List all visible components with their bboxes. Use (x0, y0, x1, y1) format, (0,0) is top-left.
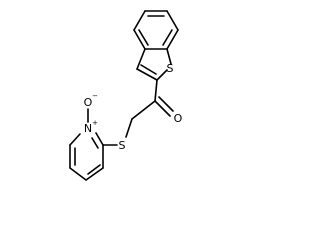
bond-carbonyl-ch2 (131, 100, 156, 120)
atom-oxide-charge: − (92, 92, 98, 100)
atom-sulfur-thiophene: S (167, 62, 174, 75)
bond-pyr-c5-c4 (69, 167, 87, 181)
bond-thio-c2-s (156, 69, 168, 81)
atom-nitrogen-pyridine: N (84, 122, 92, 135)
bond-carbonyl-o-2 (158, 96, 174, 112)
bond-ch2-s (125, 118, 133, 138)
bond-benzo-double-3 (138, 29, 149, 46)
molecule-structure: S O S N + O − (69, 10, 183, 181)
bond-benzo-double-2 (162, 29, 173, 46)
bond-pyr-c4-c3 (85, 167, 104, 181)
molecule-canvas: S O S N + O − (69, 10, 183, 181)
atom-oxygen-carbonyl: O (174, 112, 183, 125)
bond-benzo-5 (133, 29, 146, 50)
atom-oxygen-n-oxide: O (84, 96, 93, 109)
bond-thio-c3a-c3 (136, 48, 146, 70)
atom-labels: S O S N + O − (84, 62, 183, 152)
bond-thio-s-c7a (166, 48, 172, 65)
bond-benzo-6 (133, 10, 146, 31)
bond-carbonyl-o-1 (154, 100, 171, 117)
bond-pyr-n-c6 (69, 133, 81, 146)
bonds (69, 10, 179, 181)
atom-nitrogen-charge: + (92, 119, 98, 127)
bond-thio-c3-c2-double (140, 64, 157, 75)
bond-benzo-2 (166, 10, 179, 31)
bond-pyr-double-3 (91, 137, 99, 149)
atom-sulfur-thioether: S (119, 139, 126, 152)
bond-benzo-3 (166, 29, 179, 50)
bond-pyr-c2-n (95, 132, 104, 146)
bond-c2-carbonyl (154, 79, 158, 102)
bond-thio-c3-c2 (136, 68, 158, 81)
bond-pyr-double-2 (87, 164, 101, 175)
